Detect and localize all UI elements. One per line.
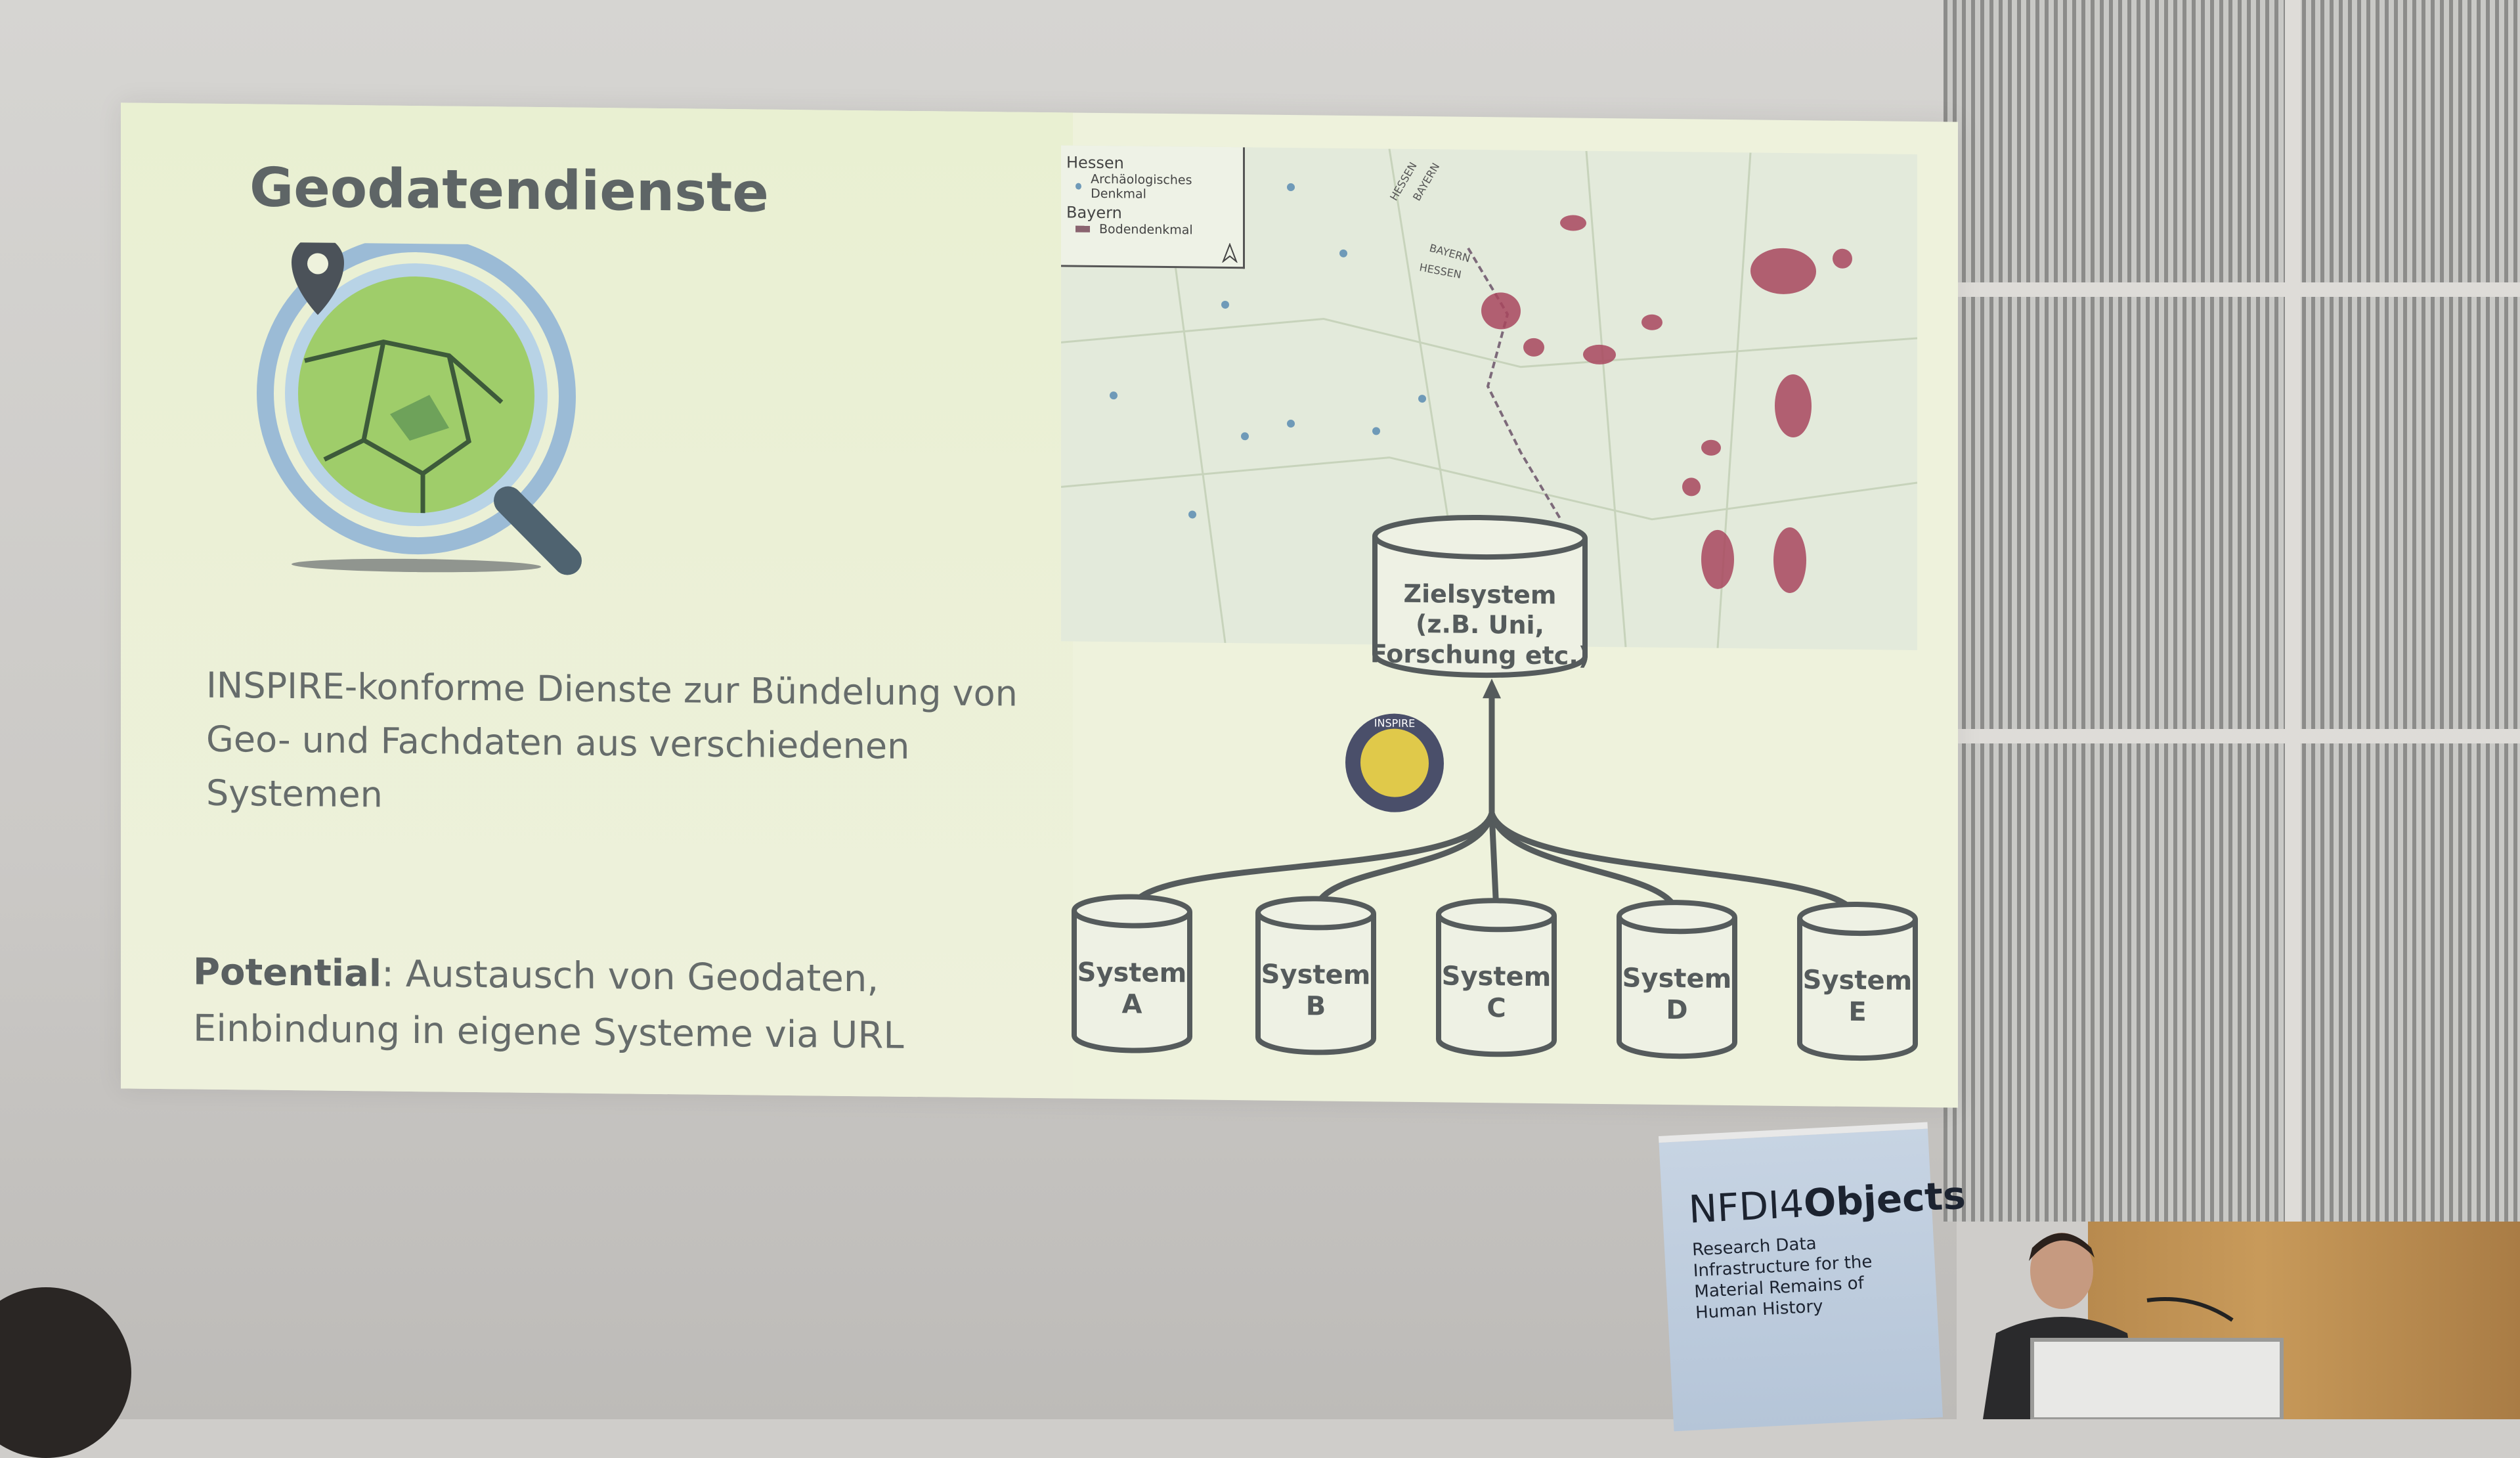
- source-system-b: System B: [1255, 896, 1376, 1055]
- source-system-c: System C: [1436, 898, 1557, 1057]
- target-line-3: Forschung etc.): [1370, 639, 1590, 670]
- logo-bold-text: Objects: [1802, 1172, 1967, 1226]
- source-system-e: System E: [1797, 902, 1918, 1061]
- system-letter: D: [1666, 995, 1687, 1025]
- data-flow-diagram: Zielsystem (z.B. Uni, Forschung etc.) IN…: [1072, 514, 1918, 1061]
- target-line-2: (z.B. Uni,: [1416, 609, 1544, 640]
- magnifier-map-icon: [257, 242, 582, 575]
- system-label: System: [1077, 958, 1187, 989]
- map-legend: Hessen Archäologisches Denkmal Bayern Bo…: [1061, 145, 1245, 269]
- system-letter: B: [1306, 991, 1326, 1021]
- banner-logo: NFDI4Objects: [1687, 1173, 1966, 1232]
- projected-slide: Geodatendienste INSPIRE-konforme Dienste…: [121, 102, 1958, 1108]
- target-line-1: Zielsystem: [1404, 579, 1557, 609]
- system-label: System: [1261, 960, 1371, 991]
- logo-light-text: NFDI4: [1687, 1181, 1805, 1232]
- system-letter: C: [1487, 993, 1506, 1023]
- system-letter: E: [1848, 997, 1866, 1027]
- banner-subtitle: Research Data Infrastructure for the Mat…: [1691, 1233, 1873, 1323]
- source-system-a: System A: [1072, 894, 1192, 1053]
- north-arrow-icon: [1222, 242, 1238, 263]
- nfdi4objects-banner: NFDI4Objects Research Data Infrastructur…: [1659, 1122, 1966, 1432]
- speaker-at-podium: [1983, 1233, 2284, 1419]
- system-label: System: [1803, 965, 1913, 996]
- inspire-badge-text: INSPIRE: [1374, 717, 1415, 730]
- source-system-d: System D: [1617, 900, 1737, 1059]
- target-system-cylinder: Zielsystem (z.B. Uni, Forschung etc.): [1370, 514, 1590, 678]
- acoustic-wall-panels: [1944, 0, 2520, 1222]
- system-letter: A: [1122, 989, 1142, 1019]
- inspire-badge: INSPIRE: [1345, 713, 1444, 812]
- system-label: System: [1622, 963, 1732, 994]
- system-label: System: [1442, 961, 1552, 992]
